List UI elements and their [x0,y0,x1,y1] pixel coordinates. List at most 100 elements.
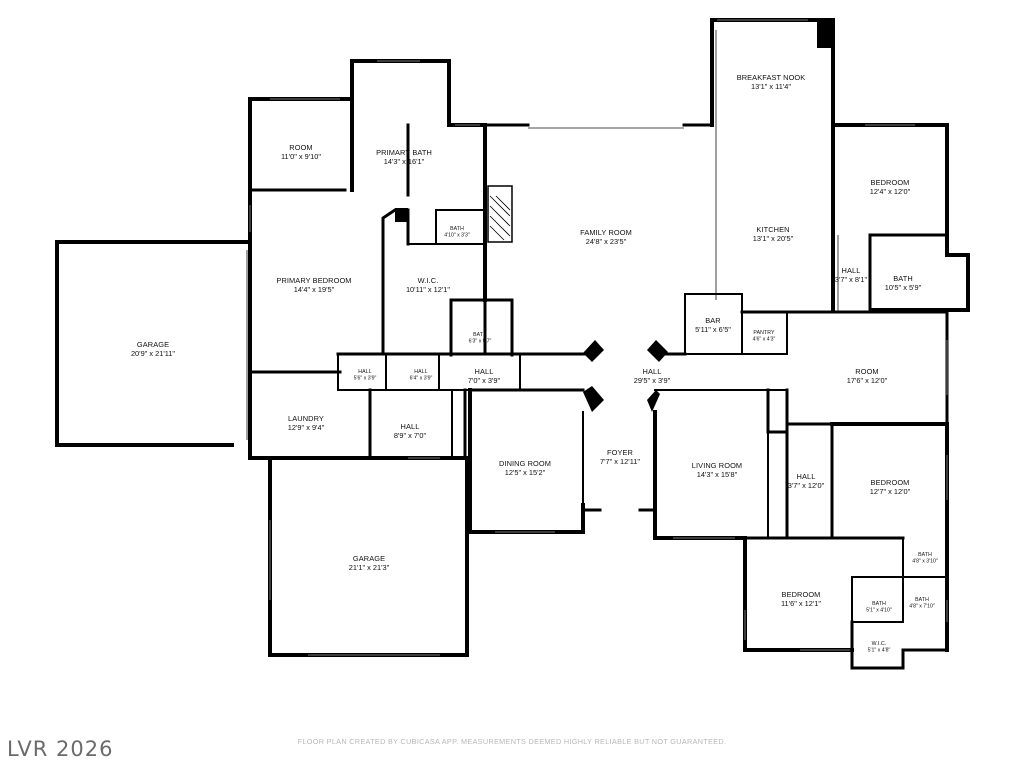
room-name: W.I.C. [418,276,439,285]
room-dimensions: 10'5" x 5'9" [885,283,922,292]
room-name: BATH [473,332,487,338]
room-name: BATH [450,226,464,232]
room-dimensions: 12'7" x 12'0" [870,487,911,496]
partitions [60,30,839,446]
room-name: HALL [797,472,816,481]
room-dimensions: 3'7" x 12'0" [788,481,825,490]
footer-disclaimer: FLOOR PLAN CREATED BY CUBICASA APP. MEAS… [297,737,727,746]
room-dimensions: 12'9" x 9'4" [288,423,325,432]
room-name: HALL [643,367,662,376]
room-dimensions: 7'0" x 3'9" [468,376,501,385]
room-dimensions: 11'6" x 12'1" [781,599,821,608]
room-wic-2: W.I.C.5'1" x 4'8" [868,641,891,654]
windows [249,19,948,656]
room-dimensions: 17'6" x 12'0" [847,376,888,385]
room-name: BATH [915,597,929,603]
room-dimensions: 4'6" x 4'3" [753,337,776,343]
room-name: GARAGE [353,554,385,563]
room-wic-1: W.I.C.10'11" x 12'1" [406,276,450,294]
room-dimensions: 10'11" x 12'1" [406,285,450,294]
room-dimensions: 14'3" x 15'8" [697,470,738,479]
room-name: BEDROOM [782,590,821,599]
room-name: BEDROOM [871,178,910,187]
room-name: HALL [842,266,861,275]
room-name: PRIMARY BATH [376,148,432,157]
room-dimensions: 6'3" x 5'7" [469,339,492,345]
room-name: BATH [918,552,932,558]
room-dimensions: 6'4" x 3'9" [410,376,433,382]
room-dimensions: 4'8" x 7'10" [909,604,935,610]
room-dimensions: 3'7" x 8'1" [835,275,868,284]
room-dimensions: 4'10" x 3'3" [444,233,470,239]
room-name: BATH [893,274,913,283]
room-dimensions: 24'8" x 23'5" [586,237,627,246]
room-name: HALL [401,422,420,431]
room-dimensions: 8'9" x 7'0" [394,431,427,440]
watermark: LVR 2026 [7,737,114,761]
room-name: FOYER [607,448,633,457]
room-dimensions: 7'7" x 12'11" [600,457,640,466]
room-dimensions: 29'5" x 3'9" [634,376,671,385]
room-name: ROOM [855,367,878,376]
room-dimensions: 12'4" x 12'0" [870,187,911,196]
room-name: BREAKFAST NOOK [737,73,806,82]
room-dimensions: 11'0" x 9'10" [281,152,321,161]
room-name: FAMILY ROOM [580,228,632,237]
room-dimensions: 13'1" x 11'4" [751,82,791,91]
room-dimensions: 20'9" x 21'11" [131,349,175,358]
room-name: BEDROOM [871,478,910,487]
room-name: BAR [705,316,721,325]
room-name: LAUNDRY [288,414,324,423]
fireplace [487,185,513,243]
room-name: HALL [414,369,427,375]
room-name: ROOM [289,143,312,152]
room-name: LIVING ROOM [692,461,742,470]
room-name: W.I.C. [872,641,887,647]
room-dimensions: 5'6" x 3'9" [354,376,377,382]
room-name: DINING ROOM [499,459,551,468]
room-name: PRIMARY BEDROOM [276,276,351,285]
room-dimensions: 5'1" x 4'10" [866,608,892,614]
room-name: GARAGE [137,340,169,349]
room-dimensions: 5'11" x 6'5" [695,325,731,334]
room-name: HALL [475,367,494,376]
room-dimensions: 21'1" x 21'3" [349,563,390,572]
room-dimensions: 13'1" x 20'5" [753,234,794,243]
walls [55,18,970,670]
room-name: HALL [358,369,371,375]
room-dimensions: 14'4" x 19'5" [294,285,335,294]
room-dimensions: 14'3" x 16'1" [384,157,425,166]
room-dimensions: 5'1" x 4'8" [868,648,891,654]
